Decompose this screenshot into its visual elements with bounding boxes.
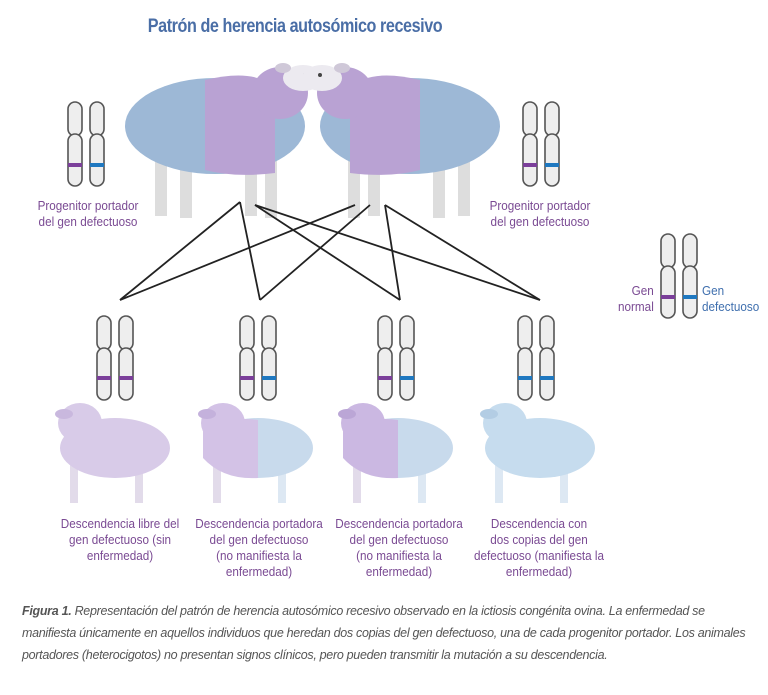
chromosome-pair-legend bbox=[660, 233, 698, 319]
lamb-1-unaffected bbox=[55, 403, 170, 503]
chromosome-pair-offspring-4 bbox=[517, 315, 555, 401]
offspring-4-label: Descendencia con dos copias del gen defe… bbox=[472, 516, 607, 580]
chromosome-pair-offspring-1 bbox=[96, 315, 134, 401]
parent-left-label: Progenitor portador del gen defectuoso bbox=[16, 198, 160, 230]
label-line: del gen defectuoso bbox=[38, 214, 138, 229]
legend-text: defectuoso bbox=[702, 299, 760, 314]
label-line: Progenitor portador bbox=[37, 198, 139, 213]
label-line: del gen defectuoso bbox=[349, 532, 449, 547]
caption-text: Representación del patrón de herencia au… bbox=[22, 604, 746, 662]
label-line: Progenitor portador bbox=[489, 198, 591, 213]
label-line: defectuoso (manifiesta la bbox=[473, 548, 605, 563]
label-line: Descendencia portadora bbox=[335, 516, 463, 531]
chromosome-pair-offspring-2 bbox=[239, 315, 277, 401]
label-line: enfermedad) bbox=[86, 548, 154, 563]
caption-label: Figura 1. bbox=[22, 604, 72, 618]
figure-caption: Figura 1. Representación del patrón de h… bbox=[22, 600, 752, 666]
diagram-title: Patrón de herencia autosómico recesivo bbox=[147, 16, 443, 37]
parent-right-label: Progenitor portador del gen defectuoso bbox=[468, 198, 612, 230]
legend-text: normal bbox=[618, 299, 654, 314]
lamb-2-carrier bbox=[198, 403, 313, 503]
parent-sheep-left bbox=[125, 63, 323, 218]
label-line: Descendencia portadora bbox=[195, 516, 323, 531]
chromosome-pair-offspring-3 bbox=[377, 315, 415, 401]
label-line: enfermedad) bbox=[225, 564, 293, 579]
label-line: dos copias del gen bbox=[490, 532, 588, 547]
offspring-3-label: Descendencia portadora del gen defectuos… bbox=[332, 516, 467, 580]
cross-lines bbox=[119, 201, 541, 301]
label-line: (no manifiesta la bbox=[356, 548, 442, 563]
offspring-1-label: Descendencia libre del gen defectuoso (s… bbox=[53, 516, 188, 564]
label-line: enfermedad) bbox=[365, 564, 433, 579]
legend-defective-gene: Gen defectuoso bbox=[702, 283, 759, 315]
label-line: Descendencia libre del bbox=[60, 516, 180, 531]
label-line: enfermedad) bbox=[505, 564, 573, 579]
offspring-2-label: Descendencia portadora del gen defectuos… bbox=[192, 516, 327, 580]
parent-sheep-right bbox=[302, 63, 500, 218]
lamb-3-carrier bbox=[338, 403, 453, 503]
label-line: gen defectuoso (sin bbox=[68, 532, 172, 547]
label-line: del gen defectuoso bbox=[209, 532, 309, 547]
label-line: Descendencia con bbox=[490, 516, 588, 531]
lamb-4-affected bbox=[480, 403, 595, 503]
label-line: (no manifiesta la bbox=[216, 548, 302, 563]
chromosome-pair-parent-left bbox=[67, 101, 105, 187]
chromosome-pair-parent-right bbox=[522, 101, 560, 187]
legend-text: Gen bbox=[631, 283, 654, 298]
label-line: del gen defectuoso bbox=[490, 214, 590, 229]
legend-text: Gen bbox=[702, 283, 725, 298]
legend-normal-gene: Gen normal bbox=[614, 283, 654, 315]
